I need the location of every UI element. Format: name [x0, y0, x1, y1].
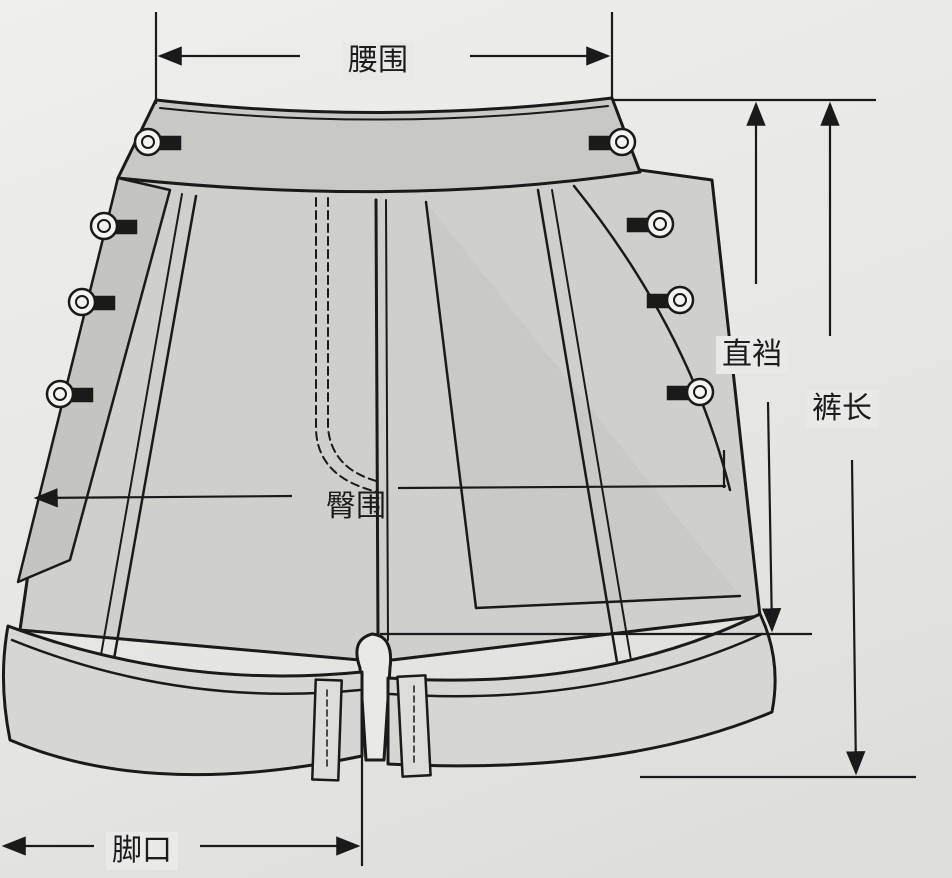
right-front-seam: [536, 188, 620, 670]
length-arrow-bottom: [846, 459, 866, 776]
center-seam: [374, 198, 380, 642]
fly-stitch-inner: [327, 197, 381, 483]
left-cuff-fold-line: [10, 638, 362, 696]
right-front-seam-inner: [551, 189, 633, 667]
button-icon: [646, 285, 695, 315]
hip-label: 臀围: [326, 489, 386, 524]
waist-label: 腰围: [342, 42, 414, 80]
left-side-panel: [16, 176, 172, 584]
left-front-seam-inner: [97, 193, 183, 673]
buttons: [45, 127, 715, 409]
button-icon: [45, 379, 94, 409]
button-icon: [588, 127, 637, 157]
waistband-inner-line: [159, 105, 609, 121]
right-pocket: [424, 200, 742, 610]
hip-arrow-left: [33, 488, 293, 508]
fly-stitch-outer: [315, 197, 379, 493]
pant-length-label: 裤长: [806, 390, 878, 428]
shorts-illustration: [1, 96, 777, 782]
right-cuff: [386, 612, 777, 768]
crotch-gusset: [355, 632, 393, 762]
hip-arrow-right: [397, 484, 727, 490]
right-side-panel: [572, 184, 732, 492]
center-seam-inner: [385, 199, 389, 641]
left-cuff: [1, 624, 364, 777]
button-icon: [67, 287, 116, 317]
rise-arrow-bottom: [761, 401, 782, 633]
button-icon: [626, 209, 675, 239]
hem-label: 脚口: [106, 832, 178, 870]
waistband: [116, 96, 642, 194]
button-icon: [666, 377, 715, 407]
left-front-seam: [110, 194, 198, 672]
front-rise-label: 直裆: [716, 336, 788, 374]
button-icon: [89, 211, 138, 241]
button-icon: [133, 127, 182, 157]
right-cuff-fold-line: [388, 632, 764, 698]
measurement-guides: [1, 12, 916, 866]
